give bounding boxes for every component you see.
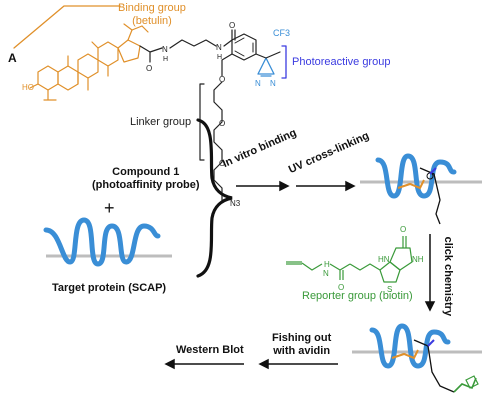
photoreactive-label: Photoreactive group	[292, 56, 391, 68]
chem-label-n-amide: N	[162, 45, 168, 54]
photoreactive-bracket	[281, 45, 287, 79]
chem-label-s: S	[387, 285, 392, 294]
target-protein-label: Target protein (SCAP)	[52, 282, 167, 294]
chem-label-cf3: CF3	[273, 28, 290, 38]
chem-label-nh: NH	[412, 255, 424, 264]
chem-label-h-benzamide: H	[217, 54, 222, 61]
chem-label-o-reporter: O	[338, 283, 344, 292]
step-click-label: click chemistry	[442, 236, 455, 317]
chem-label-ho: HO	[22, 83, 34, 92]
compound-label: Compound 1 (photoaffinity probe)	[92, 166, 200, 191]
chem-label-n-right: N	[270, 79, 276, 88]
biotinylated-protein	[369, 323, 479, 393]
protein-scap	[43, 217, 161, 267]
reporter-label: Reporter group (biotin)	[302, 290, 413, 302]
chem-label-o-biotin: O	[400, 225, 406, 234]
chem-label-o-peg3: O	[219, 159, 225, 168]
crosslinked-protein	[375, 153, 457, 225]
binding-group-bracket	[13, 5, 121, 49]
step-fishing-label: Fishing out with avidin	[272, 332, 332, 357]
biotin-reporter	[286, 236, 413, 283]
step-western-label: Western Blot	[176, 344, 244, 356]
plus-sign: +	[104, 198, 115, 218]
chem-label-n-left: N	[255, 79, 261, 88]
chem-label-h-reporter: H	[324, 260, 330, 269]
arrows	[164, 180, 436, 370]
chem-label-n3: N3	[230, 199, 241, 208]
chem-label-o-peg1: O	[219, 75, 225, 84]
panel-letter: A	[8, 51, 17, 65]
chem-label-o-peg2: O	[219, 119, 225, 128]
binding-group-label: Binding group (betulin)	[118, 2, 186, 27]
chem-label-o-ester: O	[146, 64, 152, 73]
chem-label-hn: HN	[378, 255, 390, 264]
chem-label-n-reporter: N	[323, 269, 329, 278]
chem-label-n-benzamide: N	[216, 43, 222, 52]
chem-label-o-carbonyl: O	[229, 21, 235, 30]
linker-label: Linker group	[130, 116, 192, 128]
chem-label-h-amide: H	[163, 56, 168, 63]
curly-brace	[196, 118, 233, 278]
betulin-rings	[29, 23, 149, 101]
diazirine	[257, 57, 275, 75]
